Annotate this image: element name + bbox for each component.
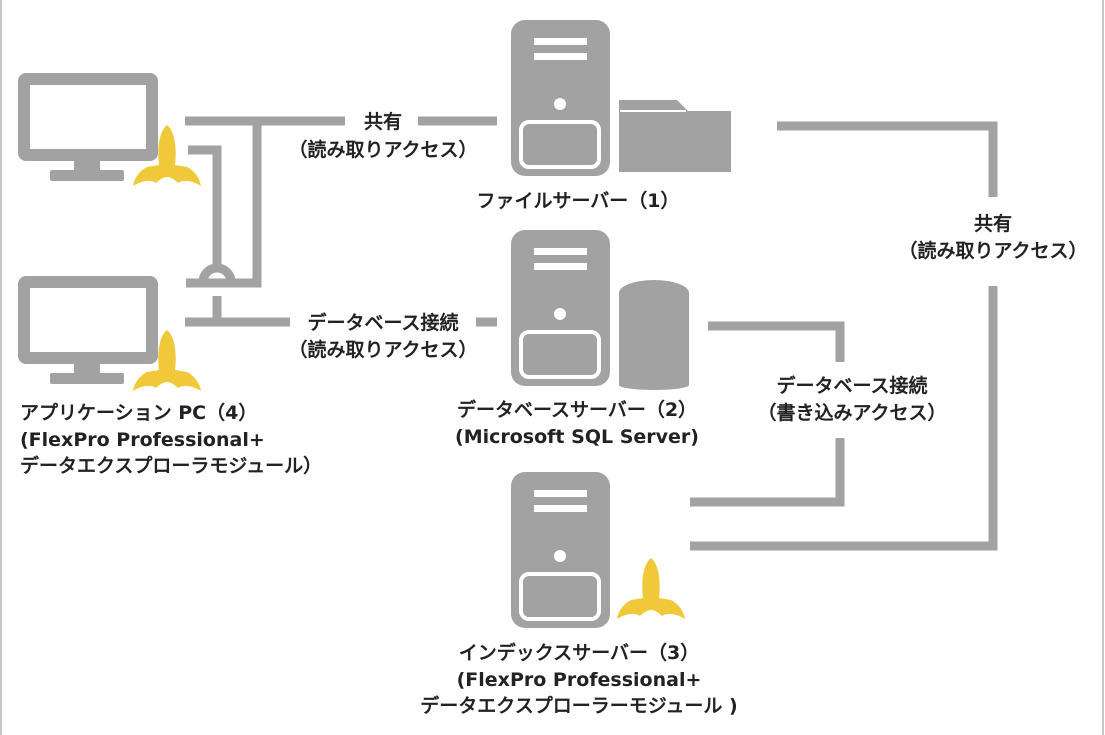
flexpro-logo-icon-bottom bbox=[133, 330, 201, 391]
edge-index-db-line bbox=[690, 321, 845, 507]
index-server-sublabel-1: (FlexPro Professional+ bbox=[457, 669, 702, 691]
file-server-icon bbox=[511, 20, 610, 176]
monitor-icon-top bbox=[18, 73, 158, 181]
edge-index-file-line bbox=[690, 121, 998, 551]
edge-pc-file-crossover bbox=[198, 263, 236, 283]
edge-pc-db-label-1: データベース接続 bbox=[307, 311, 458, 334]
edge-pc-db-label-2: （読み取りアクセス） bbox=[288, 338, 477, 361]
app-pc-label: アプリケーション PC（4） bbox=[20, 401, 257, 424]
folder-icon bbox=[619, 100, 731, 172]
database-icon bbox=[619, 280, 689, 390]
edge-pc-file-branch bbox=[188, 145, 222, 268]
edge-index-file-label-1: 共有 bbox=[974, 212, 1012, 235]
edge-index-file-label-2: （読み取りアクセス） bbox=[898, 239, 1087, 262]
db-server-label: データベースサーバー（2） bbox=[457, 398, 697, 421]
edge-pc-file-label-1: 共有 bbox=[364, 110, 402, 133]
edge-pc-file-label-2: （読み取りアクセス） bbox=[288, 138, 477, 161]
app-pc-sublabel-1: (FlexPro Professional+ bbox=[20, 429, 265, 451]
flexpro-logo-icon bbox=[617, 558, 685, 619]
db-server-sublabel: (Microsoft SQL Server) bbox=[455, 426, 699, 448]
index-server-label: インデックスサーバー（3） bbox=[459, 641, 699, 664]
index-server-icon bbox=[511, 472, 610, 628]
edge-index-db-label-2: （書き込みアクセス） bbox=[757, 401, 946, 424]
app-pc-sublabel-2: データエクスプローラモジュール） bbox=[20, 454, 322, 477]
index-server-sublabel-2: データエクスプローラーモジュール ) bbox=[420, 694, 737, 717]
flexpro-logo-icon-top bbox=[133, 125, 201, 186]
db-server-icon bbox=[511, 230, 610, 386]
edge-index-db-label-1: データベース接続 bbox=[776, 374, 927, 397]
connection-lines bbox=[185, 116, 998, 551]
monitor-icon-bottom bbox=[18, 276, 158, 384]
edge-pc-db-line-left bbox=[185, 296, 290, 327]
file-server-label: ファイルサーバー（1） bbox=[476, 189, 679, 212]
edge-pc-file-drop bbox=[186, 121, 262, 288]
